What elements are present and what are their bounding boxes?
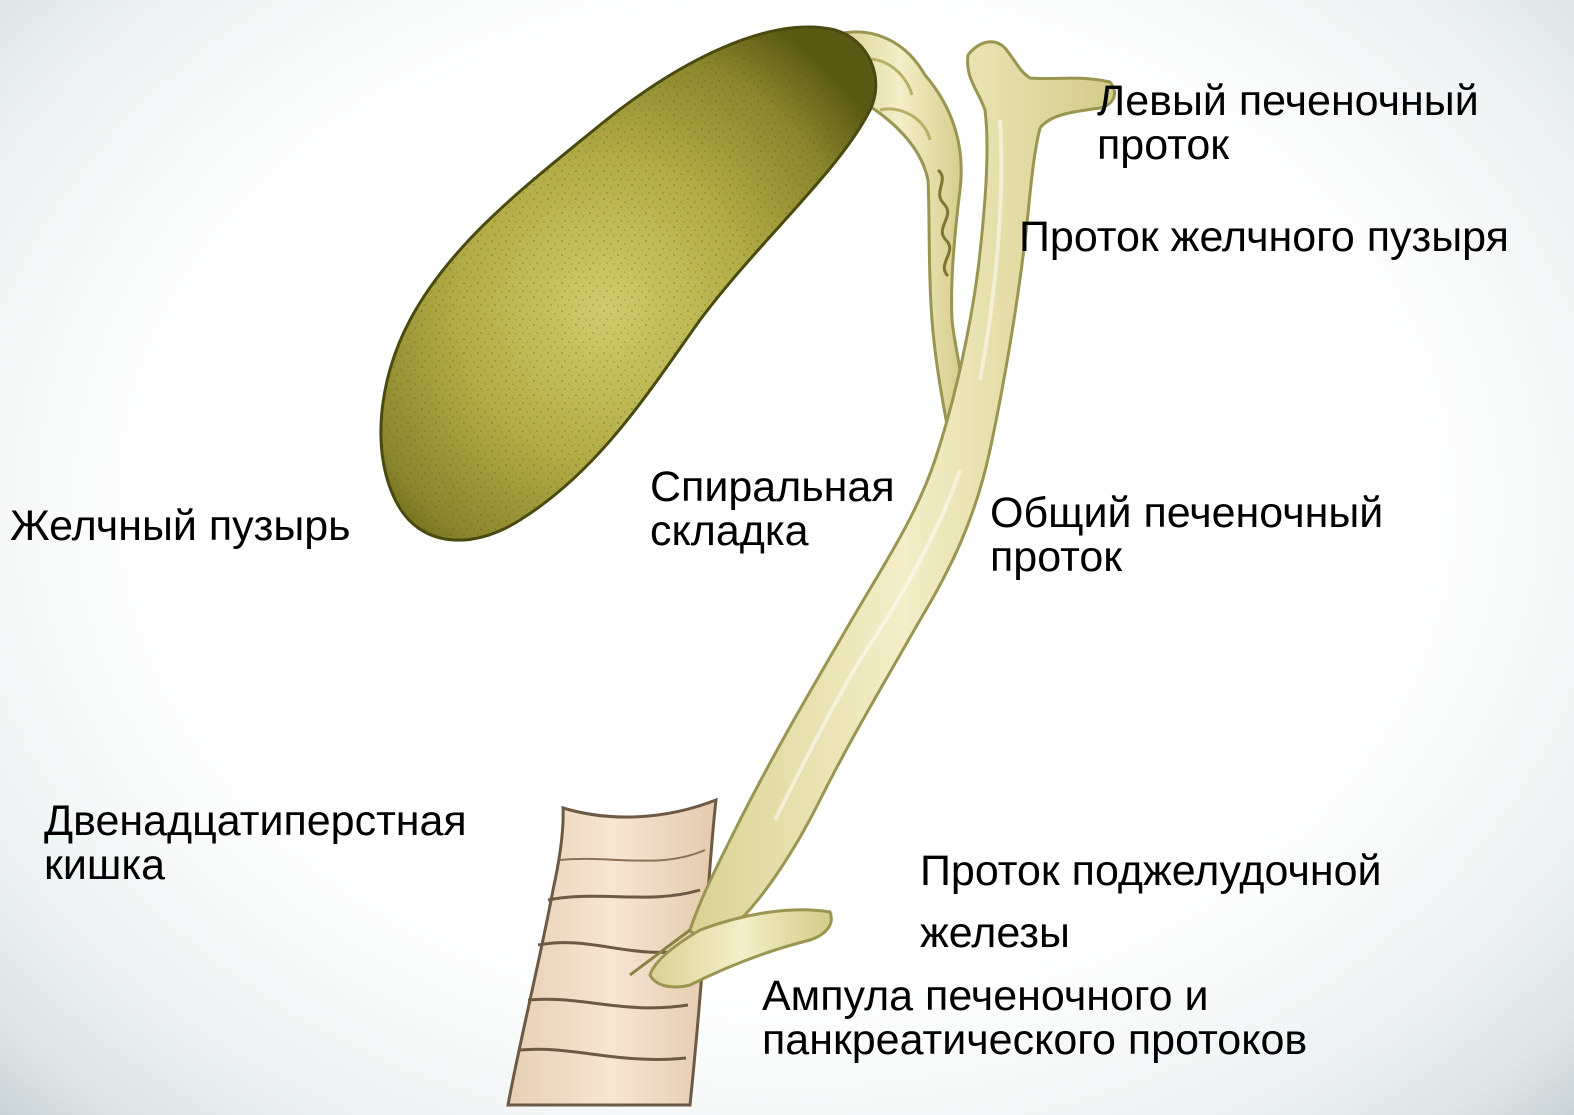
label-duodenum-line-2: кишка (44, 844, 467, 888)
label-spiral-fold: Спиральная складка (650, 466, 895, 554)
label-ampulla: Ампула печеночного и панкреатического пр… (762, 975, 1307, 1063)
label-duodenum: Двенадцатиперстная кишка (44, 800, 467, 888)
label-gallbladder: Желчный пузырь (10, 505, 351, 549)
label-common-hepatic-duct-line-1: Общий печеночный (990, 492, 1383, 536)
label-spiral-fold-line-1: Спиральная (650, 466, 895, 510)
label-pancreatic-duct-line-2: железы (920, 902, 1382, 964)
label-pancreatic-duct-line-1: Проток поджелудочной (920, 840, 1382, 902)
label-cystic-duct-line-1: Проток желчного пузыря (1019, 216, 1509, 260)
label-ampulla-line-2: панкреатического протоков (762, 1019, 1307, 1063)
label-cystic-duct: Проток желчного пузыря (1019, 216, 1509, 260)
label-common-hepatic-duct-line-2: проток (990, 536, 1383, 580)
label-left-hepatic-duct-line-1: Левый печеночный (1097, 80, 1479, 124)
label-common-hepatic-duct: Общий печеночный проток (990, 492, 1383, 580)
label-duodenum-line-1: Двенадцатиперстная (44, 800, 467, 844)
label-ampulla-line-1: Ампула печеночного и (762, 975, 1307, 1019)
label-left-hepatic-duct: Левый печеночный проток (1097, 80, 1479, 168)
label-pancreatic-duct: Проток поджелудочной железы (920, 840, 1382, 965)
label-spiral-fold-line-2: складка (650, 510, 895, 554)
label-gallbladder-line-1: Желчный пузырь (10, 505, 351, 549)
label-left-hepatic-duct-line-2: проток (1097, 124, 1479, 168)
